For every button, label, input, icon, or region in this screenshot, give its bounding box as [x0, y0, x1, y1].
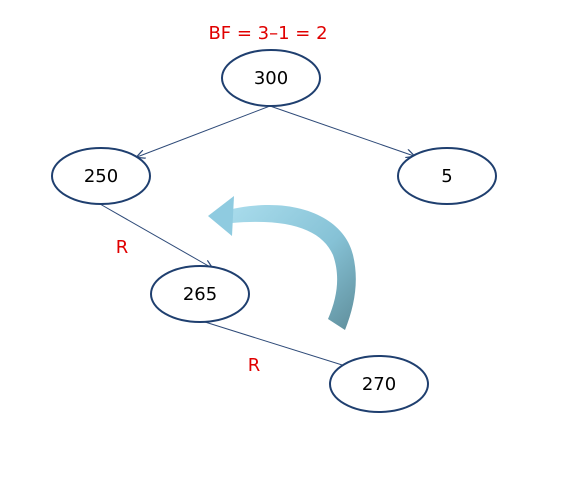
edge-265-to-270: [204, 321, 355, 369]
node-left-value: 250: [84, 166, 118, 187]
node-left-right-right: 270: [329, 355, 429, 413]
node-right: 5: [397, 147, 497, 205]
node-root: 300: [221, 49, 321, 107]
node-left-right-value: 265: [183, 284, 217, 305]
edge-label-first-right: R: [116, 237, 129, 258]
edge-250-to-265: [99, 203, 212, 268]
node-right-value: 5: [441, 166, 452, 187]
node-root-value: 300: [254, 68, 288, 89]
node-left-right: 265: [150, 265, 250, 323]
edge-label-second-right: R: [248, 355, 261, 376]
node-left-right-right-value: 270: [362, 374, 396, 395]
node-left: 250: [51, 147, 151, 205]
curved-rotation-arrow-icon: [208, 196, 356, 330]
balance-factor-label: BF = 3–1 = 2: [208, 23, 327, 44]
edge-300-to-5: [269, 105, 414, 156]
edge-300-to-250: [137, 105, 271, 157]
